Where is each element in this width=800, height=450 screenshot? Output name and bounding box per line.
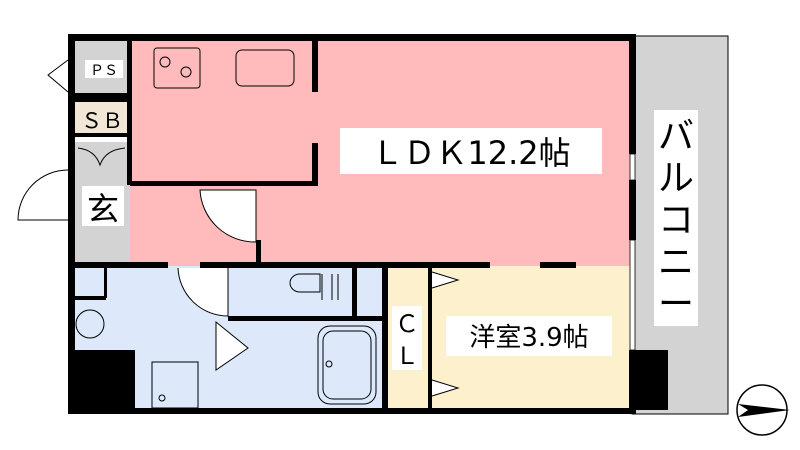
bathtub-icon <box>317 325 377 405</box>
balcony-label-char: コ <box>658 200 694 241</box>
sink-icon <box>235 49 295 87</box>
room-label-ldk: ＬＤＫ12.2帖 <box>371 134 570 172</box>
room-label-sb: ＳＢ <box>81 109 123 133</box>
balcony-label-char: ル <box>658 158 694 199</box>
balcony-label-char: ニ <box>658 242 694 283</box>
room-label-western: 洋室3.9帖 <box>469 323 588 353</box>
door-swing-icon[interactable] <box>17 59 460 397</box>
balcony-label-char: ー <box>658 284 694 325</box>
compass-north-arrow-icon <box>736 384 790 436</box>
room-label-closet-l: Ｌ <box>395 342 419 370</box>
walls <box>68 34 668 414</box>
room-label-ps: ＰＳ <box>90 63 118 79</box>
window <box>629 239 636 351</box>
window <box>629 153 636 181</box>
room-label-entrance: 玄 <box>87 190 119 228</box>
room-label-closet-c: Ｃ <box>395 310 419 338</box>
balcony-label-char: バ <box>658 116 694 157</box>
washing-machine-icon <box>151 361 199 409</box>
toilet-icon <box>289 273 339 300</box>
sb-area <box>72 102 130 134</box>
washbasin-icon <box>75 309 105 339</box>
stove-icon <box>153 47 201 89</box>
